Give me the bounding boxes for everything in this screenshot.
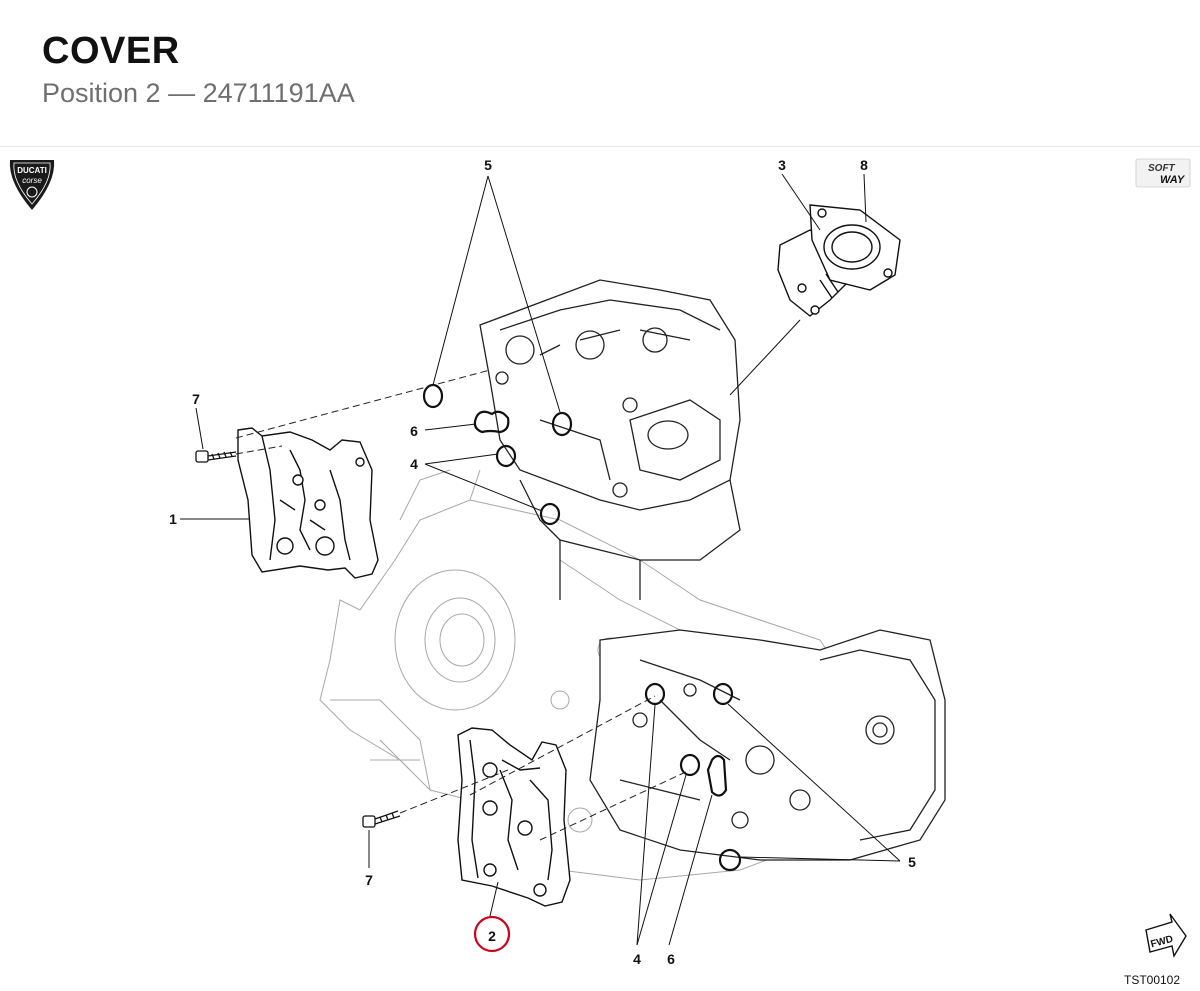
o-ring-bottom-4	[718, 848, 742, 872]
callout-2-selected[interactable]: 2	[473, 915, 511, 953]
forward-arrow-icon: FWD	[1145, 913, 1187, 958]
drawing-code: TST00102	[1124, 973, 1180, 987]
gasket-top	[473, 410, 510, 434]
softway-logo: SOFT WAY	[1135, 158, 1191, 188]
assembly-lines	[235, 369, 691, 841]
callout-2-label[interactable]: 2	[488, 928, 496, 944]
ducati-corse-logo: DUCATI corse	[9, 160, 55, 210]
callout-4-left[interactable]: 4	[410, 456, 418, 472]
intake-manifold-part	[777, 204, 901, 317]
selected-highlight-ring	[473, 915, 511, 953]
callout-5-right[interactable]: 5	[908, 854, 916, 870]
callout-7-bottom[interactable]: 7	[365, 872, 373, 888]
callout-5-top[interactable]: 5	[484, 157, 492, 173]
gasket-bottom	[706, 754, 728, 797]
leader-lines	[180, 173, 901, 946]
callout-3[interactable]: 3	[778, 157, 786, 173]
o-rings	[422, 383, 742, 872]
callout-6-bottom[interactable]: 6	[667, 951, 675, 967]
o-ring-bottom-3	[679, 753, 701, 777]
o-ring-top-1	[422, 383, 444, 409]
callout-1[interactable]: 1	[169, 511, 177, 527]
cover-part-2	[457, 727, 571, 907]
horizontal-cylinder-head	[589, 629, 946, 861]
callout-7-left[interactable]: 7	[192, 391, 200, 407]
softway-text-bottom: WAY	[1160, 174, 1186, 186]
logo-text-bottom: corse	[22, 176, 42, 185]
o-ring-bottom-1	[644, 682, 666, 706]
o-ring-top-3	[495, 444, 517, 468]
callout-6-left[interactable]: 6	[410, 423, 418, 439]
bolt-lower	[362, 810, 401, 828]
o-ring-top-2	[551, 411, 573, 437]
softway-text-top: SOFT	[1148, 163, 1176, 174]
page-subtitle: Position 2 — 24711191AA	[42, 78, 355, 108]
exploded-parts-diagram: DUCATI corse SOFT WAY	[9, 157, 1191, 987]
vertical-cylinder-head	[479, 279, 741, 600]
callout-8[interactable]: 8	[860, 157, 868, 173]
o-ring-top-4	[539, 502, 561, 526]
page-title: COVER	[42, 30, 180, 72]
callout-4-bottom[interactable]: 4	[633, 951, 641, 967]
o-ring-bottom-2	[712, 682, 734, 706]
cover-part-1	[237, 427, 379, 579]
page-header: COVER Position 2 — 24711191AA	[0, 0, 1200, 147]
bolt-upper	[195, 450, 237, 463]
logo-text-top: DUCATI	[17, 166, 47, 175]
